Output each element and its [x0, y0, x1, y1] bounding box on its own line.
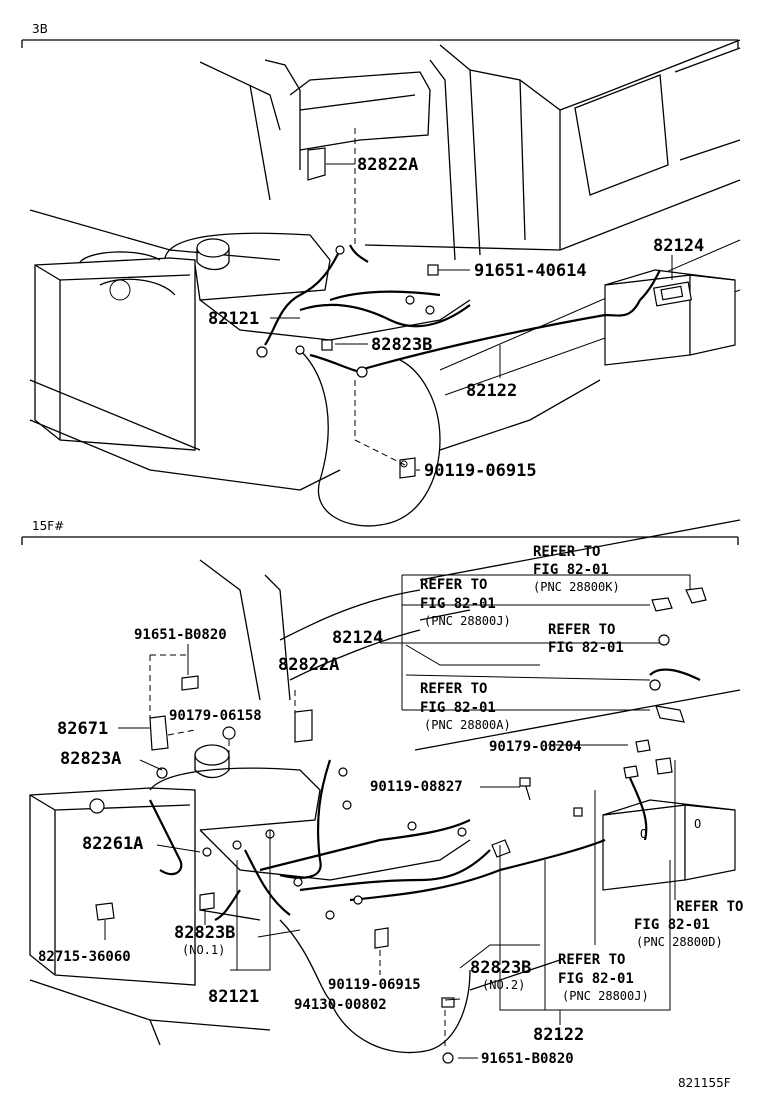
label-91651-b0820-top: 91651-B0820 — [134, 627, 227, 643]
leaders-bottom — [104, 574, 691, 1059]
refer-to-28800k-line1: REFER TO — [533, 544, 600, 560]
svg-text:O: O — [640, 827, 647, 841]
label-82823b-no1: 82823B — [174, 923, 235, 943]
refer-to-28800a-line1: REFER TO — [420, 681, 487, 697]
label-82823b: 82823B — [371, 335, 432, 355]
vehicle-body-bottom — [29, 519, 741, 1054]
vehicle-body-top — [29, 39, 741, 491]
label-82122-bottom: 82122 — [533, 1025, 584, 1045]
leaders-top — [270, 163, 673, 471]
refer-to-28800a-line3: (PNC 28800A) — [424, 718, 511, 732]
referenced-parts — [623, 587, 707, 841]
label-82822a-bottom: 82822A — [278, 655, 339, 675]
label-90119-06915: 90119-06915 — [424, 461, 537, 481]
refer-to-28800a-line2: FIG 82-01 — [420, 700, 496, 716]
label-82671: 82671 — [57, 719, 108, 739]
refer-to-28800j-a-line3: (PNC 28800J) — [424, 614, 511, 628]
label-no2: (NO.2) — [482, 978, 525, 992]
svg-text:O: O — [694, 817, 701, 831]
refer-to-28800j-a-line1: REFER TO — [420, 577, 487, 593]
refer-to-28800d-line2: FIG 82-01 — [634, 917, 710, 933]
battery-top — [604, 269, 736, 366]
bottom-panel-code: 15F# — [32, 519, 64, 533]
label-90179-08204: 90179-08204 — [489, 739, 582, 755]
refer-to-28800j-b-line3: (PNC 28800J) — [562, 989, 649, 1003]
top-panel: 3B — [21, 22, 741, 527]
label-94130-00802: 94130-00802 — [294, 997, 387, 1013]
wiring-top — [256, 147, 661, 479]
label-90119-06915-bottom: 90119-06915 — [328, 977, 421, 993]
label-91651-40614: 91651-40614 — [474, 261, 587, 281]
label-82124-bottom: 82124 — [332, 628, 383, 648]
refer-to-28800d-line3: (PNC 28800D) — [636, 935, 723, 949]
label-82121-bottom: 82121 — [208, 987, 259, 1007]
label-90119-08827: 90119-08827 — [370, 779, 463, 795]
label-90179-06158: 90179-06158 — [169, 708, 262, 724]
top-panel-code: 3B — [32, 22, 48, 36]
label-82822a: 82822A — [357, 155, 418, 175]
label-82823b-no2: 82823B — [470, 958, 531, 978]
label-82823a: 82823A — [60, 749, 121, 769]
label-91651-b0820-bottom: 91651-B0820 — [481, 1051, 574, 1067]
refer-to-28800k-line2: FIG 82-01 — [533, 562, 609, 578]
refer-to-28800d-line1: REFER TO — [676, 899, 743, 915]
engine-radiator-top — [34, 232, 471, 527]
bottom-panel: 15F# — [21, 519, 743, 1067]
refer-to-fig-line1: REFER TO — [548, 622, 615, 638]
figure-number: 821155F — [678, 1076, 731, 1090]
engine-radiator-bottom — [29, 744, 471, 1001]
refer-to-28800k-line3: (PNC 28800K) — [533, 580, 620, 594]
label-82261a: 82261A — [82, 834, 143, 854]
label-82122: 82122 — [466, 381, 517, 401]
label-no1: (NO.1) — [182, 943, 225, 957]
refer-to-28800j-b-line1: REFER TO — [558, 952, 625, 968]
label-82715-36060: 82715-36060 — [38, 949, 131, 965]
refer-to-28800j-a-line2: FIG 82-01 — [420, 596, 496, 612]
label-82121: 82121 — [208, 309, 259, 329]
refer-to-28800j-b-line2: FIG 82-01 — [558, 971, 634, 987]
refer-to-fig-line2: FIG 82-01 — [548, 640, 624, 656]
battery-bottom: O O — [602, 799, 736, 891]
label-82124: 82124 — [653, 236, 704, 256]
wiring-bottom — [89, 675, 606, 1064]
